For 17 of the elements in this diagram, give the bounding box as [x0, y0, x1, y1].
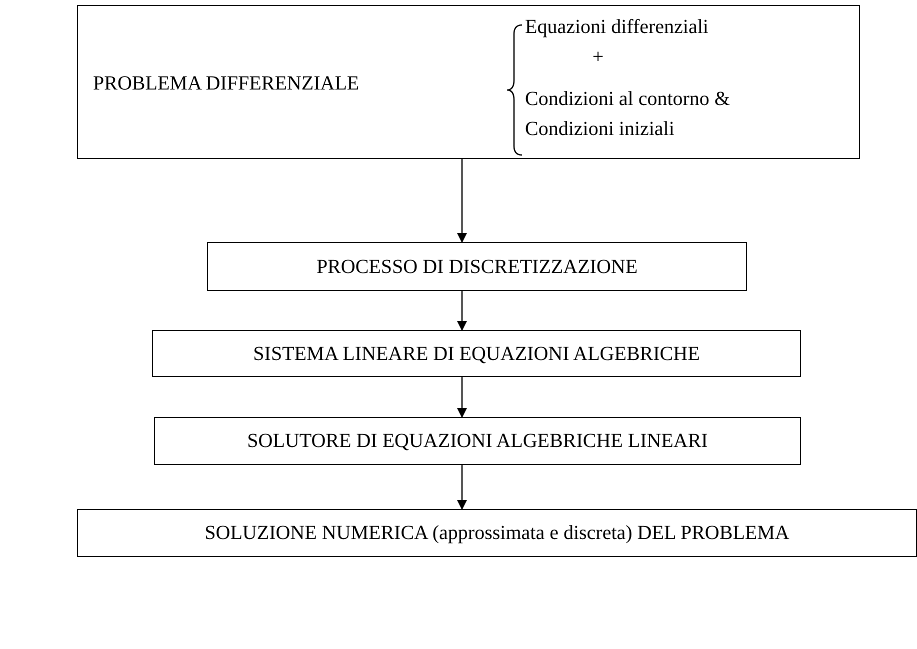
arrow	[457, 465, 467, 510]
process-box	[77, 5, 860, 159]
node-text: Equazioni differenziali	[525, 15, 708, 40]
arrow	[457, 291, 467, 331]
node-text: SOLUTORE DI EQUAZIONI ALGEBRICHE LINEARI	[246, 429, 709, 454]
process-box	[207, 242, 747, 291]
node-text: PROCESSO DI DISCRETIZZAZIONE	[315, 254, 639, 280]
process-box	[152, 330, 801, 377]
process-box	[77, 509, 917, 557]
arrow	[457, 377, 467, 418]
node-text: SISTEMA LINEARE DI EQUAZIONI ALGEBRICHE	[252, 342, 701, 366]
process-box	[154, 417, 801, 465]
arrow	[457, 159, 467, 243]
node-text: SOLUZIONE NUMERICA (approssimata e discreta) DEL PROBLEMA	[204, 521, 790, 546]
node-text: PROBLEMA DIFFERENZIALE	[93, 72, 360, 96]
node-text: Condizioni al contorno & Condizioni iniziali	[525, 87, 731, 142]
plus-sign: +	[591, 45, 605, 70]
